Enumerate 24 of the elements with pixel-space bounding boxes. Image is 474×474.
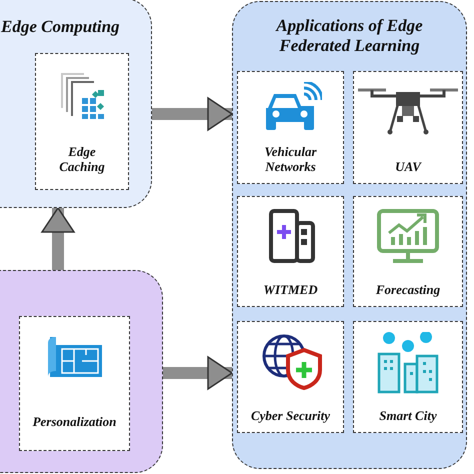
edge-computing-panel	[0, 0, 152, 208]
smart-city-card	[353, 321, 463, 433]
personalization-card	[19, 316, 130, 451]
applications-panel	[232, 1, 467, 469]
block-arrow	[41, 207, 75, 270]
card-label: Smart City	[378, 409, 438, 424]
edge-caching-card	[35, 53, 129, 190]
cyber-security-card	[237, 321, 344, 433]
witmed-card	[237, 196, 344, 307]
vehicular-networks-card	[237, 71, 344, 184]
block-arrow	[163, 356, 233, 390]
forecasting-card	[353, 196, 463, 307]
card-label: Vehicular Networks	[263, 145, 318, 175]
card-label: Cyber Security	[250, 409, 332, 424]
card-label: Forecasting	[374, 283, 442, 298]
uav-card	[353, 71, 463, 184]
panel-title: Applications of Edge Federated Learning	[274, 16, 424, 56]
card-label: Personalization	[32, 415, 118, 430]
personalization-panel	[0, 270, 163, 473]
panel-title: Edge Computing	[1, 17, 120, 37]
card-label: Edge Caching	[58, 145, 106, 175]
card-label: UAV	[394, 160, 423, 175]
card-label: WITMED	[262, 283, 319, 298]
block-arrow	[152, 97, 233, 131]
